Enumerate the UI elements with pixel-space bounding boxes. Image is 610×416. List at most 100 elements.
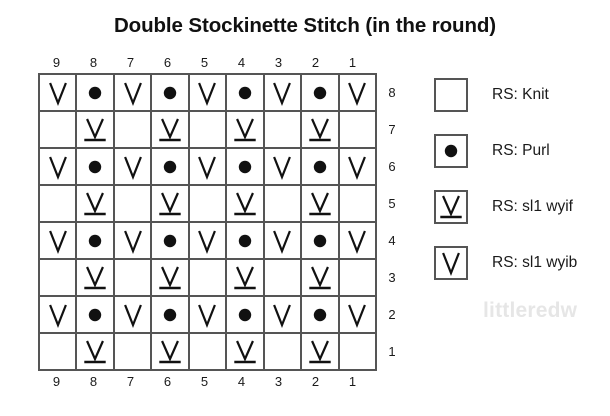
chart-cell[interactable] <box>40 112 78 149</box>
chart-cell[interactable] <box>77 297 115 334</box>
chart-cell[interactable] <box>152 297 190 334</box>
chart-cell[interactable] <box>264 149 303 186</box>
chart-cell[interactable] <box>264 186 303 223</box>
chart-cell[interactable] <box>77 75 115 112</box>
chart-cell[interactable] <box>189 186 228 223</box>
chart-cell[interactable] <box>227 297 265 334</box>
chart-cell[interactable] <box>40 297 78 334</box>
chart-cell[interactable] <box>302 75 340 112</box>
chart-cell[interactable] <box>302 260 340 297</box>
chart-cell[interactable] <box>302 334 340 371</box>
chart-cell[interactable] <box>114 186 153 223</box>
sl1-wyib-symbol-icon <box>190 75 225 110</box>
chart-row-3 <box>40 260 377 297</box>
chart-cell[interactable] <box>227 223 265 260</box>
chart-cell[interactable] <box>227 260 265 297</box>
chart-cell[interactable] <box>77 186 115 223</box>
chart-cell[interactable] <box>152 112 190 149</box>
chart-cell[interactable] <box>264 297 303 334</box>
chart-cell[interactable] <box>40 223 78 260</box>
chart-cell[interactable] <box>189 260 228 297</box>
chart-cell[interactable] <box>40 149 78 186</box>
chart-cell[interactable] <box>264 223 303 260</box>
chart-cell[interactable] <box>302 149 340 186</box>
column-label-top-3: 3 <box>274 55 283 70</box>
chart-cell[interactable] <box>264 112 303 149</box>
row-label-6: 6 <box>388 159 396 174</box>
chart-cell[interactable] <box>114 223 153 260</box>
chart-cell[interactable] <box>339 186 377 223</box>
chart-cell[interactable] <box>189 334 228 371</box>
chart-cell[interactable] <box>339 297 377 334</box>
chart-cell[interactable] <box>77 223 115 260</box>
chart-cell[interactable] <box>77 112 115 149</box>
sl1-wyib-symbol-icon <box>40 223 75 258</box>
chart-cell[interactable] <box>264 260 303 297</box>
sl1-wyif-symbol-icon <box>436 192 466 222</box>
column-label-top-2: 2 <box>311 55 320 70</box>
chart-cell[interactable] <box>152 75 190 112</box>
purl-symbol-icon <box>302 223 337 258</box>
purl-symbol-icon <box>152 75 187 110</box>
chart-cell[interactable] <box>264 75 303 112</box>
row-label-2: 2 <box>388 307 396 322</box>
chart-cell[interactable] <box>152 334 190 371</box>
chart-cell[interactable] <box>152 186 190 223</box>
chart-cell[interactable] <box>302 297 340 334</box>
sl1-wyib-symbol-icon <box>115 149 150 184</box>
page-title: Double Stockinette Stitch (in the round) <box>113 14 497 37</box>
chart-cell[interactable] <box>227 186 265 223</box>
chart-cell[interactable] <box>339 260 377 297</box>
legend-item-knit: RS: Knit <box>434 78 577 112</box>
chart-cell[interactable] <box>77 260 115 297</box>
chart-cell[interactable] <box>114 75 153 112</box>
chart-cell[interactable] <box>40 186 78 223</box>
chart-cell[interactable] <box>114 112 153 149</box>
chart-cell[interactable] <box>114 260 153 297</box>
chart-cell[interactable] <box>114 297 153 334</box>
chart-cell[interactable] <box>339 112 377 149</box>
chart-cell[interactable] <box>302 186 340 223</box>
purl-symbol-icon <box>152 297 187 332</box>
chart-cell[interactable] <box>114 149 153 186</box>
chart-cell[interactable] <box>40 334 78 371</box>
chart-cell[interactable] <box>152 223 190 260</box>
chart-cell[interactable] <box>339 223 377 260</box>
chart-cell[interactable] <box>264 334 303 371</box>
chart-cell[interactable] <box>227 112 265 149</box>
chart-cell[interactable] <box>40 260 78 297</box>
chart-cell[interactable] <box>77 149 115 186</box>
sl1-wyif-symbol-icon <box>227 112 262 147</box>
chart-cell[interactable] <box>40 75 78 112</box>
chart-cell[interactable] <box>189 112 228 149</box>
chart-cell[interactable] <box>227 75 265 112</box>
chart-cell[interactable] <box>189 223 228 260</box>
chart-row-2 <box>40 297 377 334</box>
purl-symbol-icon <box>152 223 187 258</box>
chart-cell[interactable] <box>189 149 228 186</box>
chart-cell[interactable] <box>227 334 265 371</box>
column-label-bottom-1: 1 <box>348 374 357 389</box>
chart-cell[interactable] <box>339 75 377 112</box>
sl1-wyif-symbol-icon <box>152 334 187 369</box>
chart-cell[interactable] <box>189 297 228 334</box>
chart-cell[interactable] <box>77 334 115 371</box>
chart-cell[interactable] <box>189 75 228 112</box>
chart-cell[interactable] <box>302 112 340 149</box>
legend-label: RS: Purl <box>492 142 550 159</box>
chart-cell[interactable] <box>227 149 265 186</box>
chart-cell[interactable] <box>114 334 153 371</box>
purl-symbol-icon <box>227 297 262 332</box>
sl1-wyib-symbol-icon <box>40 297 75 332</box>
chart-cell[interactable] <box>152 260 190 297</box>
chart-cell[interactable] <box>152 149 190 186</box>
sl1-wyif-symbol-icon <box>77 334 112 369</box>
sl1-wyib-symbol-icon <box>265 297 300 332</box>
column-label-top-9: 9 <box>52 55 61 70</box>
chart-cell[interactable] <box>302 223 340 260</box>
chart-cell[interactable] <box>339 334 377 371</box>
purl-symbol-icon <box>77 75 112 110</box>
chart-cell[interactable] <box>339 149 377 186</box>
chart-row-1 <box>40 334 377 371</box>
